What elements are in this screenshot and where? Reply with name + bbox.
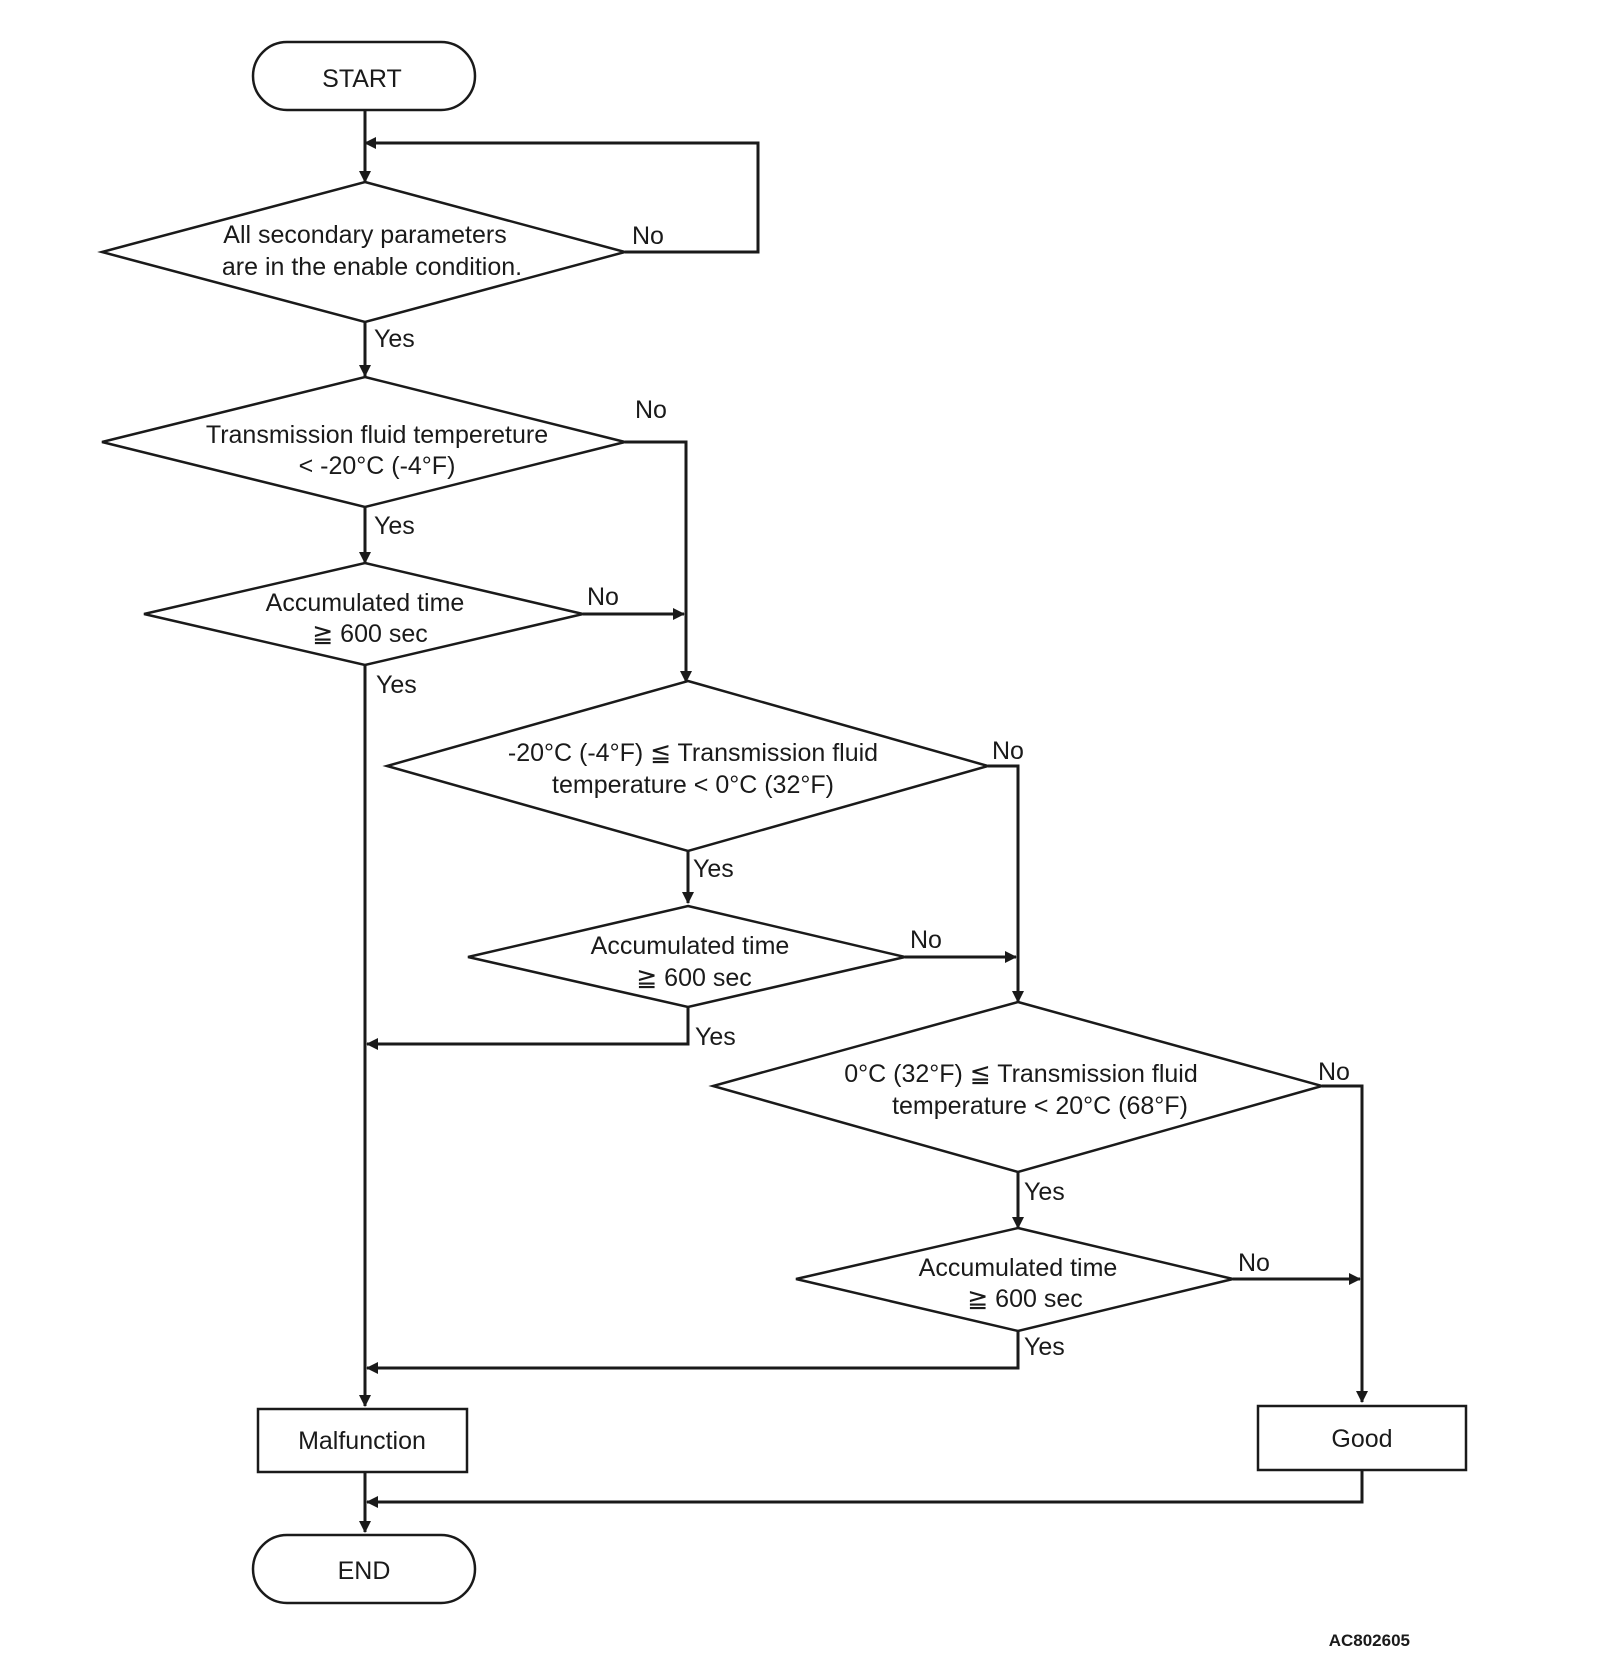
- decision-temp-1: [101, 375, 626, 509]
- start-terminal: [251, 40, 477, 112]
- connector-time3-yes: [366, 1331, 1020, 1374]
- good-label: Good: [1331, 1425, 1392, 1453]
- connector-time2-yes: [366, 1007, 690, 1050]
- no-label-temp-1: No: [635, 396, 667, 424]
- decision-temp-1-line-2: < -20°C (-4°F): [299, 452, 456, 480]
- end-label: END: [338, 1557, 391, 1585]
- decision-temp-2-line-2: temperature < 0°C (32°F): [552, 771, 834, 799]
- decision-temp-2: [382, 679, 993, 853]
- decision-params: [97, 180, 630, 324]
- yes-label-temp-2: Yes: [693, 855, 734, 883]
- decision-time-2-line-2: ≧ 600 sec: [636, 964, 751, 992]
- no-label-temp-3: No: [1318, 1058, 1350, 1086]
- decision-params-line-1: All secondary parameters: [223, 221, 506, 249]
- decision-time-3: [795, 1226, 1234, 1333]
- decision-time-2-line-1: Accumulated time: [591, 932, 790, 960]
- yes-label-time-3: Yes: [1024, 1333, 1065, 1361]
- connector-temp2-no: [988, 764, 1024, 1003]
- yes-label-time-2: Yes: [695, 1023, 736, 1051]
- end-terminal: [251, 1533, 477, 1605]
- decision-temp-2-line-1: -20°C (-4°F) ≦ Transmission fluid: [508, 739, 878, 767]
- connector-good-to-end: [366, 1470, 1364, 1508]
- no-label-time-2: No: [910, 926, 942, 954]
- connector-temp1-no: [625, 440, 692, 683]
- decision-time-1: [143, 561, 584, 667]
- good-box: [1256, 1404, 1468, 1472]
- decision-time-1-line-1: Accumulated time: [266, 589, 465, 617]
- yes-label-params: Yes: [374, 325, 415, 353]
- malfunction-label: Malfunction: [298, 1427, 426, 1455]
- decision-params-line-2: are in the enable condition.: [222, 253, 522, 281]
- decision-time-1-line-2: ≧ 600 sec: [312, 620, 427, 648]
- start-label: START: [322, 65, 402, 93]
- no-label-temp-2: No: [992, 737, 1024, 765]
- no-label-params: No: [632, 222, 664, 250]
- yes-label-temp-3: Yes: [1024, 1178, 1065, 1206]
- decision-temp-3-line-1: 0°C (32°F) ≦ Transmission fluid: [844, 1060, 1198, 1088]
- connector-params-no-loop: [364, 137, 760, 254]
- decision-temp-1-line-1: Transmission fluid tempereture: [206, 421, 548, 449]
- decision-time-2: [467, 904, 906, 1009]
- yes-label-temp-1: Yes: [374, 512, 415, 540]
- no-label-time-3: No: [1238, 1249, 1270, 1277]
- yes-label-time-1: Yes: [376, 671, 417, 699]
- decision-time-3-line-1: Accumulated time: [919, 1254, 1118, 1282]
- decision-temp-3: [708, 1000, 1327, 1174]
- decision-time-3-line-2: ≧ 600 sec: [967, 1285, 1082, 1313]
- malfunction-box: [256, 1407, 469, 1474]
- connector-temp3-no: [1322, 1084, 1368, 1403]
- decision-temp-3-line-2: temperature < 20°C (68°F): [892, 1092, 1188, 1120]
- no-label-time-1: No: [587, 583, 619, 611]
- figure-code: AC802605: [1329, 1631, 1410, 1650]
